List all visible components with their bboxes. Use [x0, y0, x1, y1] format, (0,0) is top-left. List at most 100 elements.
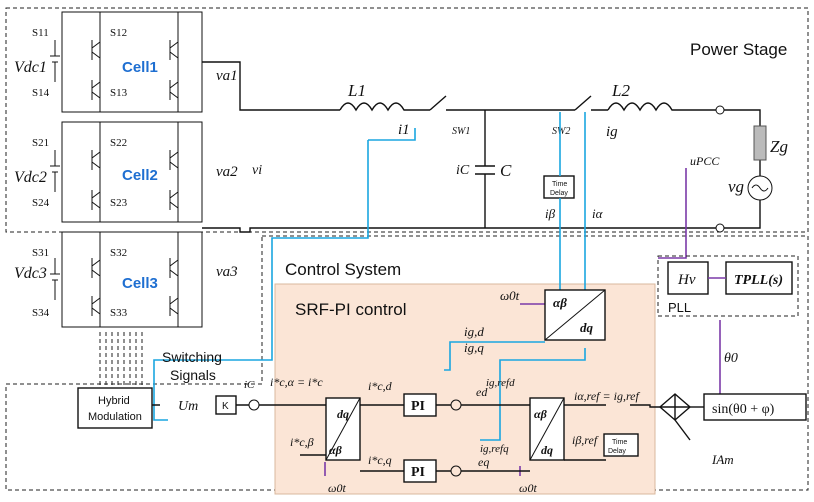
svg-text:Delay: Delay: [550, 190, 568, 197]
iaref-label: iα,ref = ig,ref: [574, 389, 641, 403]
svg-text:S23: S23: [110, 197, 128, 209]
svg-text:S11: S11: [32, 27, 49, 39]
zg-label: Zg: [770, 137, 788, 156]
theta0-label: θ0: [724, 351, 738, 366]
power-wiring: [202, 61, 761, 233]
measurement-signals: [153, 112, 586, 441]
sw2-label: SW2: [552, 126, 570, 137]
svg-text:S14: S14: [32, 87, 50, 99]
svg-text:S12: S12: [110, 27, 127, 39]
va3-label: va3: [216, 264, 238, 280]
iam-label: IAm: [711, 452, 734, 467]
igd-label: ig,d: [464, 324, 484, 339]
icalpha-label: i*c,α = i*c: [270, 375, 323, 389]
svg-text:S21: S21: [32, 137, 49, 149]
hv-label: Hv: [677, 272, 696, 288]
power-stage-frame: [5, 7, 809, 233]
vdc2-label: Vdc2: [14, 169, 47, 186]
svg-text:S13: S13: [110, 87, 128, 99]
cell-3: S31 S32 S34 S33 Cell3 Vdc3 va3: [14, 231, 238, 328]
omega0t-right: ω0t: [519, 481, 537, 495]
svg-text:K: K: [222, 401, 229, 412]
igrefq-label: ig,refq: [480, 443, 509, 455]
svg-text:S32: S32: [110, 247, 127, 259]
va2-label: va2: [216, 164, 238, 180]
gain-k-block: [215, 395, 237, 415]
icbeta-label: i*c,β: [290, 435, 314, 449]
switching-label-2: Signals: [170, 367, 216, 383]
c-label: C: [500, 161, 512, 180]
svg-text:αβ: αβ: [329, 443, 343, 457]
l1-label: L1: [347, 81, 366, 100]
vi-label: vi: [252, 163, 262, 178]
omega0t-left: ω0t: [328, 481, 346, 495]
sum-ic: [248, 399, 260, 411]
svg-text:dq: dq: [541, 443, 553, 457]
va1-label: va1: [216, 68, 238, 84]
hv-block: [667, 261, 709, 295]
cell-3-label: Cell3: [122, 275, 158, 292]
svg-text:dq: dq: [337, 407, 349, 421]
tpll-label: TPLL(s): [734, 273, 783, 288]
ibeta-label: iβ: [545, 206, 556, 221]
ialpha-label: iα: [592, 206, 604, 221]
sin-label: sin(θ0 + φ): [712, 402, 775, 417]
omega0t-top: ω0t: [500, 288, 520, 303]
svg-text:αβ: αβ: [534, 407, 548, 421]
dc-sources: [50, 40, 60, 300]
icd-label: i*c,d: [368, 379, 393, 393]
cell-1: S11 S12 S14 S13 Cell1 Vdc1 va1: [14, 11, 238, 113]
vg-label: vg: [728, 177, 744, 196]
switching-label-1: Switching: [162, 349, 222, 365]
svg-text:S22: S22: [110, 137, 127, 149]
igrefd-label: ig,refd: [486, 377, 515, 389]
svg-text:Delay: Delay: [608, 448, 626, 455]
time-delay-upper: [543, 175, 575, 199]
switching-signal-lines: [99, 332, 143, 388]
svg-text:Hybrid: Hybrid: [98, 395, 130, 407]
cell-2-label: Cell2: [122, 167, 158, 184]
svg-text:Time: Time: [552, 181, 567, 188]
hybrid-modulation-block: [77, 387, 153, 429]
ic-input-label: iC: [244, 379, 255, 391]
ig-label: ig: [606, 124, 618, 140]
pll-label: PLL: [668, 300, 691, 315]
l2-label: L2: [611, 81, 630, 100]
sw1-label: SW1: [452, 126, 470, 137]
um-label: Um: [178, 399, 198, 414]
sin-block: [703, 393, 807, 421]
srf-pi-label: SRF-PI control: [295, 300, 406, 319]
eq-label: eq: [478, 455, 489, 469]
i1-label: i1: [398, 122, 410, 138]
pll-frame: [657, 255, 799, 317]
svg-text:S31: S31: [32, 247, 49, 259]
svg-text:S34: S34: [32, 307, 50, 319]
ed-label: ed: [476, 385, 488, 399]
vdc3-label: Vdc3: [14, 265, 47, 282]
svg-text:S24: S24: [32, 197, 50, 209]
svg-text:Time: Time: [612, 439, 627, 446]
upcc-label: uPCC: [690, 154, 720, 168]
zg-impedance: [753, 125, 767, 161]
svg-text:PI: PI: [411, 465, 425, 480]
control-system-frame: [5, 235, 809, 491]
switch-devices: [91, 40, 179, 316]
vg-source: [747, 175, 773, 201]
ic-label: iC: [456, 163, 470, 178]
control-system-label: Control System: [285, 260, 401, 279]
time-delay-lower: [603, 433, 639, 457]
svg-text:PI: PI: [411, 399, 425, 414]
svg-text:αβ: αβ: [553, 295, 567, 310]
icq-label: i*c,q: [368, 453, 392, 467]
svg-text:Modulation: Modulation: [88, 411, 142, 423]
ibref-label: iβ,ref: [572, 433, 599, 447]
cell-2: S21 S22 S24 S23 Cell2 Vdc2 va2: [14, 121, 238, 223]
vdc1-label: Vdc1: [14, 59, 47, 76]
svg-text:S33: S33: [110, 307, 128, 319]
svg-text:dq: dq: [580, 320, 594, 335]
power-stage-label: Power Stage: [690, 40, 787, 59]
cell-1-label: Cell1: [122, 59, 158, 76]
pll-signals: [324, 168, 721, 476]
igq-label: ig,q: [464, 340, 484, 355]
